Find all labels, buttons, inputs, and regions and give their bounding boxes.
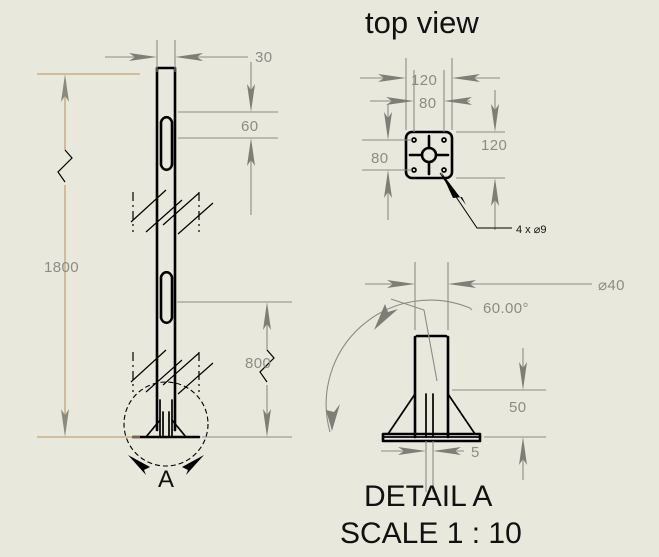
- dim-pole-width-30: [105, 40, 248, 72]
- dim-overall-height-1800: [37, 73, 140, 438]
- dim-lower-800: [177, 301, 292, 438]
- front-view-pole-geometry: [155, 66, 177, 432]
- dim-label-80-top: 80: [419, 95, 437, 112]
- detail-view-geometry: [381, 334, 482, 443]
- dim-label-50: 50: [509, 399, 527, 416]
- dim-label-60: 60: [241, 118, 259, 135]
- dim-label-120-right: 120: [481, 137, 507, 154]
- detail-scale: SCALE 1 : 10: [340, 517, 522, 550]
- front-view-base-foot: [131, 399, 201, 439]
- break-symbol-lower: [130, 349, 214, 395]
- dim-label-dia40: ⌀40: [598, 277, 625, 294]
- top-view-title: top view: [365, 5, 479, 40]
- dim-hole-spacing-80-top: [370, 70, 472, 132]
- dim-label-800: 800: [245, 355, 271, 372]
- dim-label-hole-callout: 4 x ⌀9: [516, 224, 546, 236]
- dim-label-120-top: 120: [411, 72, 437, 89]
- detail-marker-label: A: [158, 466, 174, 493]
- dim-label-30: 30: [255, 49, 273, 66]
- dim-label-angle: 60.00°: [483, 300, 529, 317]
- dim-plate-thickness-5: [381, 441, 464, 492]
- dim-slot-offset-60: [178, 62, 278, 215]
- dim-pole-diameter-40: [365, 262, 592, 330]
- dim-hole-spacing-80-left: [362, 104, 412, 220]
- dim-label-80-left: 80: [371, 150, 389, 167]
- detail-title: DETAIL A: [364, 480, 492, 513]
- hole-callout-leader: [439, 172, 512, 229]
- dim-plate-width-120-top: [360, 58, 500, 130]
- dim-label-1800: 1800: [44, 259, 79, 276]
- dim-base-height-50: [452, 348, 546, 480]
- dim-gusset-angle-60: [325, 298, 473, 433]
- break-symbol-upper: [130, 189, 214, 235]
- dim-label-5: 5: [471, 444, 480, 461]
- dim-plate-width-120-right: [456, 90, 505, 230]
- detail-circle-a: [123, 381, 209, 475]
- top-view-plate-geometry: [404, 130, 454, 180]
